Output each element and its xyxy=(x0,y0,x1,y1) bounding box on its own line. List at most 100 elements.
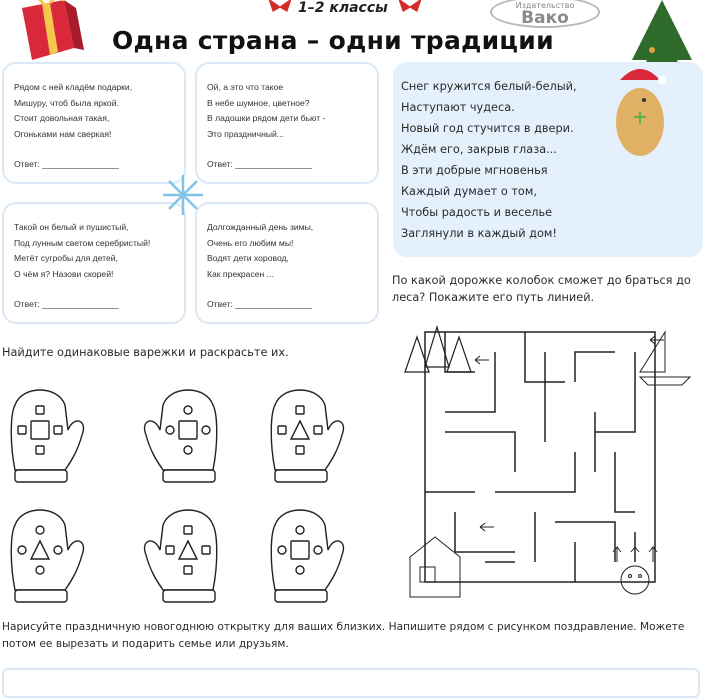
mittens-instruction: Найдите одинаковые варежки и раскрасьте … xyxy=(2,346,289,359)
poem-line: Чтобы радость и веселье xyxy=(401,206,553,219)
bunny-illustration xyxy=(616,69,666,156)
riddle-line: Долгожданный день зимы, xyxy=(207,222,314,232)
riddle-line: Очень его любим мы! xyxy=(207,237,294,248)
mitten-pattern-shape xyxy=(35,565,45,575)
riddle-line: Как прекрасен ... xyxy=(207,268,274,279)
riddle-card-3: Такой он белый и пушистый, Под лунным св… xyxy=(2,202,186,324)
mitten-pattern-shape xyxy=(35,445,45,455)
mitten-pattern-shape xyxy=(53,545,63,555)
mitten-pattern-shape xyxy=(165,545,175,555)
mitten-pattern-shape xyxy=(17,425,27,435)
mitten[interactable] xyxy=(270,389,345,483)
answer-field[interactable]: Ответ: ________________ xyxy=(14,159,119,169)
poem-line: Ждём его, закрыв глаза... xyxy=(401,143,557,156)
mitten-pattern-shape xyxy=(183,445,193,455)
riddle-line: Водят дети хоровод, xyxy=(207,253,289,263)
mitten[interactable] xyxy=(10,389,85,483)
card-instruction: Нарисуйте праздничную новогоднюю открытк… xyxy=(2,621,685,650)
riddle-line: Огоньками нам сверкая! xyxy=(14,128,112,139)
mitten-pattern-shape xyxy=(295,405,305,415)
mitten-pattern-shape xyxy=(201,425,211,435)
mitten-outline xyxy=(270,389,345,471)
mitten-cuff xyxy=(274,589,328,603)
mitten-center-shape xyxy=(178,420,198,440)
mitten-pattern-shape xyxy=(17,545,27,555)
riddle-card-2: Ой, а это что такое В небе шумное, цветн… xyxy=(195,62,379,184)
grade-label: 1–2 классы xyxy=(298,0,388,16)
mitten-pattern-shape xyxy=(183,405,193,415)
arrow-left-icon xyxy=(474,355,489,365)
mitten-outline xyxy=(10,509,85,591)
mitten-pattern-shape xyxy=(277,425,287,435)
mitten-pattern-shape xyxy=(277,545,287,555)
riddle-line: Ой, а это что такое xyxy=(207,82,284,92)
riddle-line: Рядом с ней кладём подарки, xyxy=(14,82,133,92)
mitten-pattern-shape xyxy=(183,565,193,575)
mitten-pattern-shape xyxy=(313,425,323,435)
arrow-left-icon xyxy=(649,335,664,345)
card-drawing-area[interactable] xyxy=(2,668,700,698)
answer-field[interactable]: Ответ: ________________ xyxy=(207,299,312,309)
mitten-pattern-shape xyxy=(201,545,211,555)
maze-walls xyxy=(424,331,656,583)
poem-line: Снег кружится белый-белый, xyxy=(401,80,577,93)
riddle-card-1: Рядом с ней кладём подарки, Мишуру, чтоб… xyxy=(2,62,186,184)
riddle-line: Такой он белый и пушистый, xyxy=(14,222,129,232)
mitten-cuff xyxy=(14,469,68,483)
mitten-center-shape xyxy=(30,420,50,440)
sailboat-icon xyxy=(638,330,692,386)
riddle-line: Под лунным светом серебристый! xyxy=(14,237,151,248)
riddle-line: О чём я? Назови скорей! xyxy=(14,268,114,279)
arrow-up-icon xyxy=(612,545,658,562)
poem-line: Новый год стучится в двери. xyxy=(401,122,574,135)
poem-line: В эти добрые мгновенья xyxy=(401,164,548,177)
mitten-center-shape xyxy=(177,539,199,560)
mitten-cuff xyxy=(274,469,328,483)
riddle-line: В ладошки рядом дети бьют - xyxy=(207,113,326,123)
maze[interactable] xyxy=(395,312,695,612)
page-title: Одна страна – одни традиции xyxy=(112,26,554,55)
logo-publisher: Издательство xyxy=(515,1,575,10)
answer-field[interactable]: Ответ: ________________ xyxy=(14,299,119,309)
mitten-cuff xyxy=(162,589,216,603)
mitten-center-shape xyxy=(289,419,311,440)
riddle-line: Метёт сугробы для детей, xyxy=(14,253,118,263)
ribbon-bow-icon xyxy=(398,0,422,12)
mitten-pattern-shape xyxy=(183,525,193,535)
mitten[interactable] xyxy=(143,509,218,603)
poem-line: Заглянули в каждый дом! xyxy=(401,227,557,240)
publisher-logo: Издательство Вако xyxy=(490,0,600,28)
kolobok-icon xyxy=(620,565,650,595)
gift-box-icon xyxy=(22,0,84,60)
mittens-grid xyxy=(10,389,345,603)
house-icon xyxy=(409,536,461,598)
mitten[interactable] xyxy=(270,509,345,603)
riddle-line: В небе шумное, цветное? xyxy=(207,97,310,108)
riddle-line: Это праздничный... xyxy=(207,128,284,139)
mitten-pattern-shape xyxy=(53,425,63,435)
maze-instruction: По какой дорожке колобок сможет до брать… xyxy=(392,274,691,304)
logo-name: Вако xyxy=(521,8,569,28)
arrow-left-icon xyxy=(479,522,494,532)
answer-field[interactable]: Ответ: ________________ xyxy=(207,159,312,169)
mitten[interactable] xyxy=(143,389,218,483)
mitten-pattern-shape xyxy=(35,525,45,535)
forest-icon xyxy=(404,324,472,373)
mitten-cuff xyxy=(162,469,216,483)
riddle-line: Мишуру, чтоб была яркой. xyxy=(14,97,119,108)
riddle-card-4: Долгожданный день зимы, Очень его любим … xyxy=(195,202,379,324)
poem-line: Каждый думает о том, xyxy=(401,185,537,198)
mitten-pattern-shape xyxy=(295,445,305,455)
mitten-pattern-shape xyxy=(295,525,305,535)
mitten-pattern-shape xyxy=(313,545,323,555)
ribbon-bow-icon xyxy=(268,0,292,12)
mitten-center-shape xyxy=(290,540,310,560)
snowflake-icon xyxy=(163,175,203,215)
mitten-cuff xyxy=(14,589,68,603)
mitten-center-shape xyxy=(29,539,51,560)
mitten-pattern-shape xyxy=(295,565,305,575)
poem-line: Наступают чудеса. xyxy=(401,101,515,114)
mitten-outline xyxy=(143,509,218,591)
mitten-pattern-shape xyxy=(165,425,175,435)
mitten[interactable] xyxy=(10,509,85,603)
